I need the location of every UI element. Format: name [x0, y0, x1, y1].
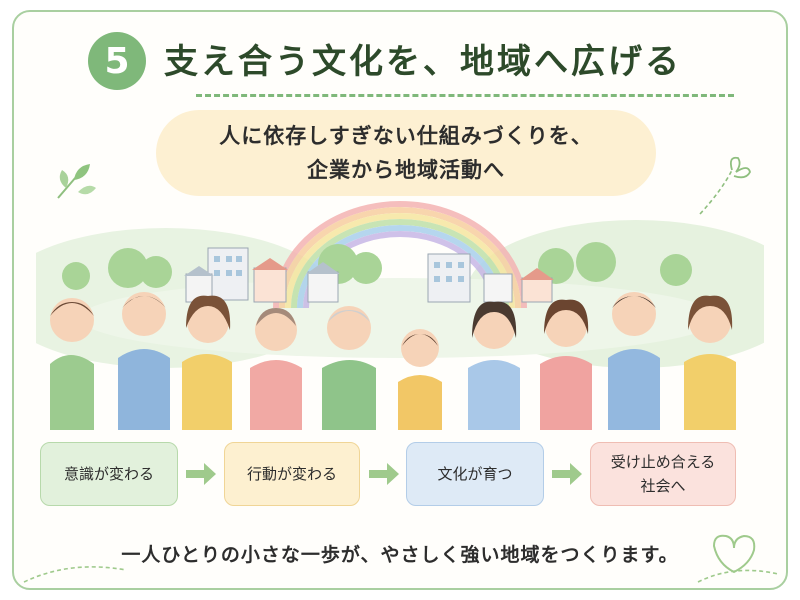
heart-icon	[697, 534, 779, 583]
rainbow-illustration	[273, 201, 527, 309]
subtitle-line-2: 企業から地域活動へ	[307, 158, 505, 182]
flow-step-society: 受け止め合える 社会へ	[590, 442, 736, 506]
arrow-right-icon	[186, 463, 216, 485]
arrow-right-icon	[369, 463, 399, 485]
flow-step-label: 行動が変わる	[246, 465, 337, 483]
heart-doodle-icon	[699, 156, 751, 215]
flow-step-label: 意識が変わる	[63, 465, 154, 483]
step-number: 5	[104, 40, 130, 82]
flow-step-label-line-2: 社会へ	[640, 477, 686, 495]
flow-step-culture: 文化が育つ	[406, 442, 544, 506]
people-illustration	[50, 292, 736, 430]
flow-step-label: 文化が育つ	[437, 465, 513, 483]
leaf-icon	[57, 164, 96, 199]
step-number-badge: 5	[88, 32, 146, 90]
dotted-line-decoration	[23, 566, 127, 583]
subtitle-line-1: 人に依存しすぎない仕組みづくりを、	[219, 124, 593, 148]
closing-message: 一人ひとりの小さな一歩が、やさしく強い地域をつくります。	[121, 544, 679, 566]
arrow-right-icon	[552, 463, 582, 485]
title-underline	[196, 94, 734, 97]
flow-step-awareness: 意識が変わる	[40, 442, 178, 506]
page-title: 支え合う文化を、地域へ広げる	[164, 42, 682, 82]
flow-step-label-line-1: 受け止め合える	[610, 453, 716, 471]
flow-step-action: 行動が変わる	[224, 442, 360, 506]
community-illustration	[36, 201, 764, 430]
subtitle-banner: 人に依存しすぎない仕組みづくりを、 企業から地域活動へ	[156, 110, 656, 196]
